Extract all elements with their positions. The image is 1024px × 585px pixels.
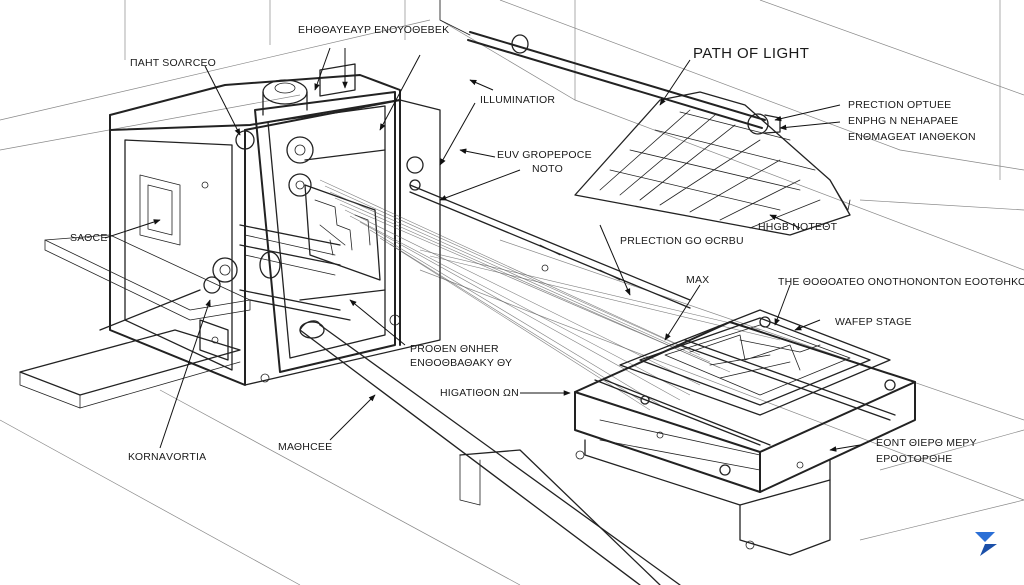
label-cooling-sys-sub: ΕΡΟΟΤΟΡΘΗΕ	[876, 453, 953, 465]
label-machine: ΜΑΘΗCΕΕ	[278, 441, 332, 453]
label-reticle-stage-sub: ΕΝΘΟΘΒΑΘΑΚΥ ΘΥ	[410, 357, 512, 369]
label-projection-optics-sub1: ΕΝΡΗG Ν ΝΕΗΑΡΑΕΕ	[848, 115, 958, 127]
label-euv-source-sub: ΝΟΤΟ	[532, 163, 563, 175]
wafer-stage	[574, 309, 916, 556]
label-hightension: ΗΙGΑΤΙΘΟΝ ΩΝ	[440, 387, 519, 399]
label-light-source: ΠΑΗΤ SΟΛRCΕΟ	[130, 57, 216, 69]
label-euv-source: ΕUV GROΡΕΡΟCΕ	[497, 149, 592, 161]
label-cooling-sys: ΕΟΝΤ ΘΙΕΡΘ ΜΕΡΥ	[876, 437, 977, 449]
label-laser-source: ΕΗΘΘΑΥΕΑΥΡ ΕΝΟΥΟΘΕΒΕΚ	[298, 24, 449, 36]
label-wafer-stage: WAFΕΡ STAGE	[835, 316, 912, 328]
overhead-optics	[439, 0, 851, 236]
source-machine	[99, 63, 441, 386]
label-projection-optics: PRECTIOΝ OΡTUEE	[848, 99, 951, 111]
corner-logo-icon	[975, 532, 997, 556]
label-projection-optics-sub2: ΕΝΘΜΑGΕΑΤ ΙΑΝΘΕΚΟΝ	[848, 131, 976, 143]
label-stage: SΑΘCΕ	[70, 232, 108, 244]
diagram-title: PATH OF LIGHT	[693, 45, 809, 62]
label-kornavortia: ΚΟRΝΑVΟRΤΙΑ	[128, 451, 206, 463]
light-beams	[319, 179, 781, 411]
label-illuminator: ΙLLUMINATΙΟR	[480, 94, 555, 106]
label-source-note: ΤΗΕ ΘΟΘΟΑΤΕΟ ΟΝΟΤΗΟΝΟΝΤΟΝ ΕΟΟΤΘΗΚΟ	[778, 276, 1024, 288]
leader-lines	[104, 47, 861, 452]
label-reticle-stage: ΡROΘΕΝ ΘΝΗΕR	[410, 343, 499, 355]
text-labels: ΠΑΗΤ SΟΛRCΕΟ ΕΗΘΘΑΥΕΑΥΡ ΕΝΟΥΟΘΕΒΕΚ ΙLLUM…	[70, 24, 1024, 465]
label-high-vacuum: ΗΗGΒ ΝΟΤΕΘΤ	[758, 221, 838, 233]
projection-rail	[299, 184, 691, 585]
label-mask: ΜΑΧ	[686, 274, 709, 286]
label-projection-screen: PRLECTΙΟΝ GΟ ΘCRΒU	[620, 235, 744, 247]
